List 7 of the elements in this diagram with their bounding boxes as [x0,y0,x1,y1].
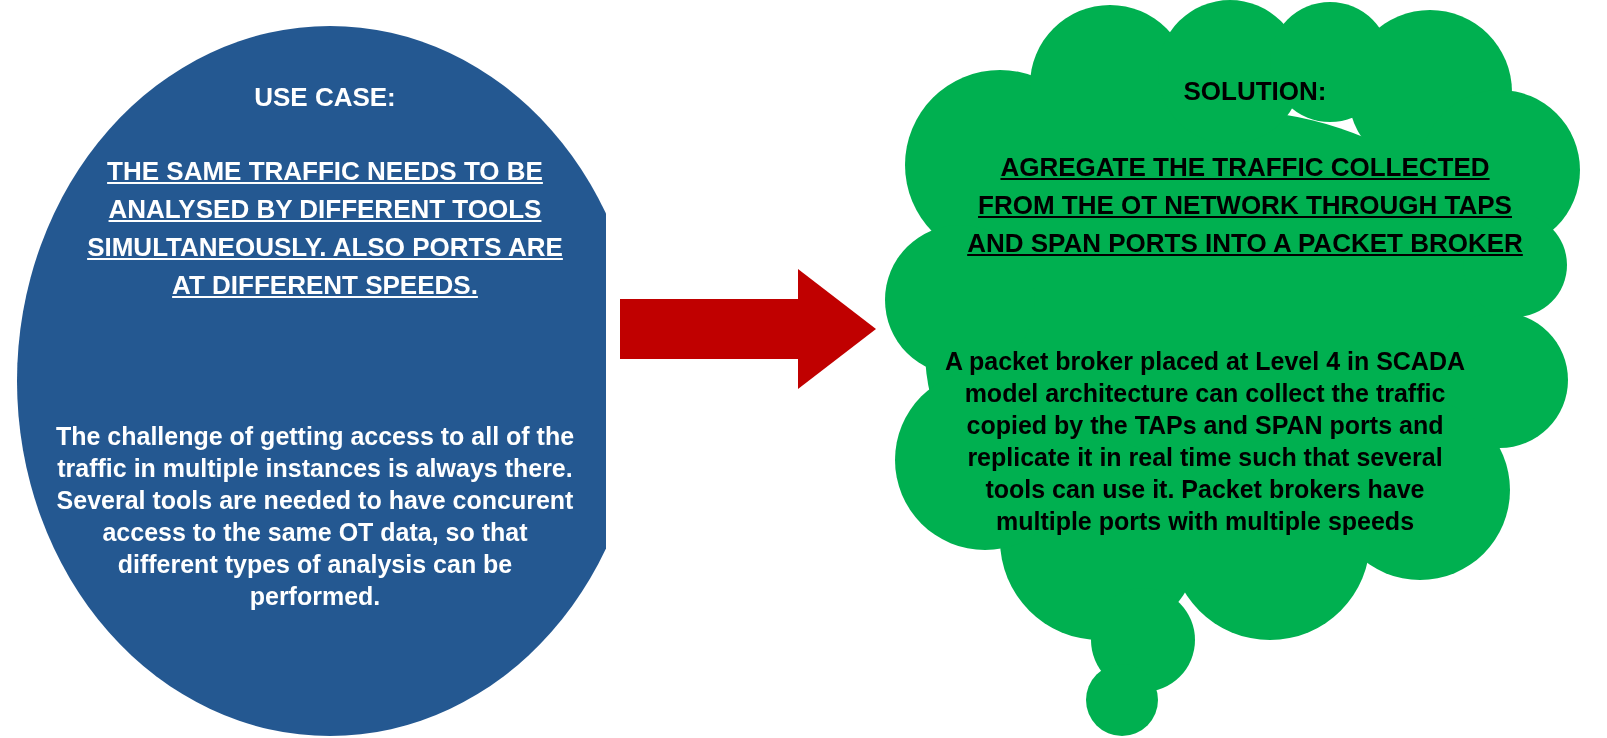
block-arrow [620,269,876,389]
problem-statement: THE SAME TRAFFIC NEEDS TO BE ANALYSED BY DIFFERENT TOOLS SIMULTANEOUSLY. ALSO PORTS ARE AT DIFFERENT SPEEDS. [86,155,564,302]
description-paragraph: A packet broker placed at Level 4 in SCADA model architecture can collect the traffic copied by the TAPs and SPAN ports and replicate it in real time such that several tools can use it. Packet brokers have multiple ports with multiple speeds [943,346,1467,537]
heading: USE CASE: [253,81,397,114]
heading: SOLUTION: [1182,75,1328,108]
description-paragraph: The challenge of getting access to all of the traffic in multiple instances is always there. Several tools are needed to have concurent access to the same OT data, so that different types of analysis can be performed. [55,421,575,612]
solution-statement: AGREGATE THE TRAFFIC COLLECTED FROM THE OT NETWORK THROUGH TAPS AND SPAN PORTS INTO A PACKET BROKER [966,151,1524,260]
